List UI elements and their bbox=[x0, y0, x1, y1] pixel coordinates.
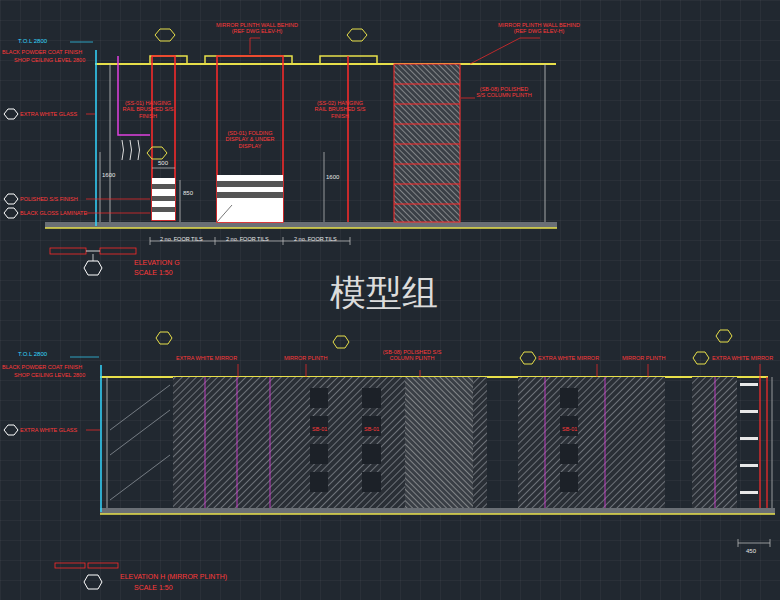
drawing-title: ELEVATION H (MIRROR PLINTH) bbox=[120, 573, 227, 581]
material-note: EXTRA WHITE MIRROR bbox=[538, 355, 599, 361]
material-note: (SD-01) FOLDING DISPLAY & UNDER DISPLAY bbox=[222, 130, 278, 149]
part-tag: SB-01 bbox=[562, 426, 577, 432]
elevation-h bbox=[4, 330, 775, 589]
dimension: 2 no. FOOR TILS bbox=[160, 236, 203, 242]
material-note: POLISHED S/S FINISH bbox=[20, 196, 78, 202]
part-tag: SB-01 bbox=[312, 426, 327, 432]
dimension: 2 no. FOOR TILS bbox=[294, 236, 337, 242]
material-note: BLACK POWDER COAT FINISH bbox=[2, 49, 82, 55]
level-tag: SHOP CEILING LEVEL 2800 bbox=[14, 57, 85, 63]
dimension: 850 bbox=[183, 190, 193, 197]
elevation-g bbox=[4, 29, 557, 275]
material-note: (SS-02) HANGING RAIL BRUSHED S/S FINISH bbox=[312, 100, 368, 119]
dimension: 1600 bbox=[102, 172, 115, 179]
material-note: MIRROR PLINTH WALL BEHIND (REF DWG ELEV-… bbox=[212, 22, 302, 35]
drawing-scale: SCALE 1:50 bbox=[134, 584, 173, 592]
level-tag: T.O.L 2800 bbox=[18, 351, 47, 358]
dimension: 2 no. FOOR TILS bbox=[226, 236, 269, 242]
material-note: EXTRA WHITE GLASS bbox=[20, 111, 77, 117]
drawing-scale: SCALE 1:50 bbox=[134, 269, 173, 277]
material-note: (SB-08) POLISHED S/S COLUMN PLINTH bbox=[476, 86, 532, 99]
drawing-title: ELEVATION G bbox=[134, 259, 180, 267]
material-note: MIRROR PLINTH bbox=[284, 355, 327, 361]
material-note: BLACK GLOSS LAMINATE bbox=[20, 210, 87, 216]
material-note: MIRROR PLINTH bbox=[622, 355, 665, 361]
dimension: 1600 bbox=[326, 174, 339, 181]
material-note: BLACK POWDER COAT FINISH bbox=[2, 364, 82, 370]
material-note: MIRROR PLINTH WALL BEHIND (REF DWG ELEV-… bbox=[494, 22, 584, 35]
level-tag: SHOP CEILING LEVEL 2800 bbox=[14, 372, 85, 378]
material-note: EXTRA WHITE GLASS bbox=[20, 427, 77, 433]
material-note: EXTRA WHITE MIRROR bbox=[176, 355, 237, 361]
material-note: (SS-01) HANGING RAIL BRUSHED S/S FINISH bbox=[120, 100, 176, 119]
level-tag: T.O.L 2800 bbox=[18, 38, 47, 45]
material-note: EXTRA WHITE MIRROR bbox=[712, 355, 773, 361]
dimension: 500 bbox=[158, 160, 168, 167]
watermark: 模型组 bbox=[330, 272, 438, 313]
dimension: 450 bbox=[746, 548, 756, 555]
material-note: (SB-08) POLISHED S/S COLUMN PLINTH bbox=[380, 349, 444, 362]
part-tag: SB-01 bbox=[364, 426, 379, 432]
